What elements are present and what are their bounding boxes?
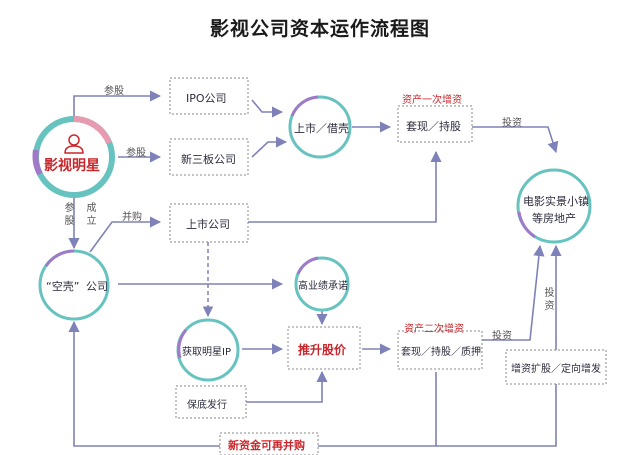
edge-label-join-shell: 参股 [62,202,73,228]
star-label: 影视明星 [44,158,100,174]
box-guarantee [175,385,247,419]
arrow-guarantee-to-raise [246,370,328,403]
guarantee-label: 保底发行 [187,400,227,411]
box-cash1 [397,105,473,143]
capital-label: 增资扩股／定向增发 [511,364,601,375]
shell-label-2: 公司 [86,280,108,293]
box-capital [505,349,607,385]
cash1-label: 套现／持股 [406,120,461,133]
listing-node [288,95,352,159]
film-town-node [516,168,592,244]
acquire-ip-label: 获取明星IP [182,347,231,358]
edge-label-raise-1: 资产一次增资 [402,95,462,106]
edge-label-found: 成立 [84,202,95,228]
arrow-listed-to-cash1 [248,150,442,223]
arrow-ipo-to-listing [251,99,284,118]
box-cash2 [397,330,483,370]
listed-label: 上市公司 [186,218,230,231]
shell-label-1: “空壳” [46,280,80,293]
dashed-boxes [169,77,607,455]
box-new-funds [219,432,319,455]
arrow-neeq-to-listing [251,136,288,158]
high-perf-node [294,256,350,312]
new-funds-label: 新资金可再并购 [228,439,305,452]
film-town-label-1: 电影实景小镇 [523,195,589,208]
acquire-ip-node [176,318,240,382]
edge-label-invest-2: 投资 [492,331,512,342]
box-raise [287,326,361,370]
cash2-label: 套现／持股／质押 [401,347,481,358]
arrow-cash1-to-film [472,126,559,154]
arrow-shell-to-listed [89,216,162,253]
person-icon [64,134,84,154]
shell-node [38,249,110,321]
neeq-label: 新三板公司 [181,153,236,166]
box-listed [169,203,249,243]
line-capital-to-bottom [436,384,557,447]
arrow-newfunds-loop [68,320,437,447]
arrow-cash2-to-film [482,244,545,341]
listing-label: 上市／借壳 [294,122,349,135]
box-neeq [169,138,249,176]
raise-label: 推升股价 [298,343,347,357]
box-ipo [169,77,249,115]
edge-label-raise-2: 资产二次增资 [404,324,464,335]
high-perf-label: 高业绩承诺 [298,281,348,292]
edge-label-invest-3: 投资 [542,287,553,313]
arrow-star-to-ipo [73,90,162,120]
edge-label-join-ipo: 参股 [104,86,124,97]
edge-label-merge: 并购 [122,212,142,223]
film-town-label-2: 等房地产 [532,212,576,225]
edge-label-invest-1: 投资 [502,118,522,129]
star-node [32,116,115,198]
page-title: 影视公司资本运作流程图 [209,18,430,40]
ipo-label: IPO公司 [186,92,227,105]
edge-label-join-neeq: 参股 [126,148,146,159]
